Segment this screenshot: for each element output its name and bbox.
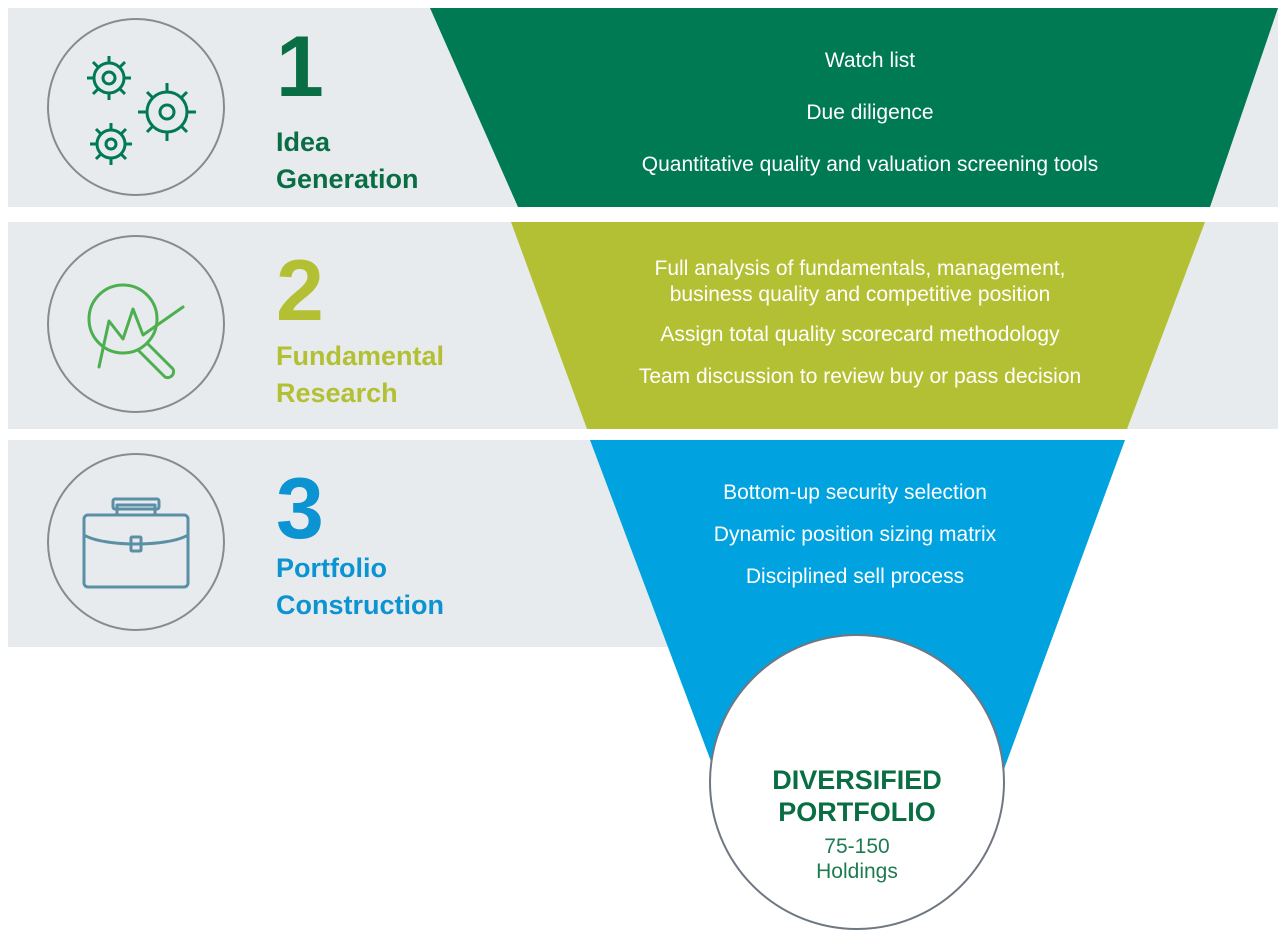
step-3-item: Dynamic position sizing matrix	[713, 523, 997, 546]
step-3-items: Bottom-up security selection Dynamic pos…	[600, 480, 1110, 590]
step-3-title-line2: Construction	[276, 590, 444, 620]
step-1-title-line1: Idea	[276, 127, 331, 157]
step-3-item: Bottom-up security selection	[723, 481, 987, 504]
step-2-item: Assign total quality scorecard methodolo…	[660, 323, 1060, 346]
step-1-number: 1	[276, 19, 324, 115]
funnel-segment-3	[590, 440, 1125, 780]
step-2-title-line1: Fundamental	[276, 341, 445, 371]
holdings-count: 75-150	[824, 835, 890, 858]
step-1-icon-circle	[47, 18, 225, 196]
step-3-title: Portfolio Construction	[276, 550, 506, 624]
gears-icon	[87, 56, 196, 165]
step-3-number: 3	[276, 461, 324, 557]
step-1-item: Watch list	[824, 49, 916, 72]
step-1-item: Due diligence	[806, 101, 934, 124]
step-2-title: Fundamental Research	[276, 338, 506, 412]
funnel-segment-1	[430, 8, 1278, 207]
step-2-number: 2	[276, 243, 324, 339]
step-1-title: Idea Generation	[276, 124, 506, 198]
step-1-items: Watch list Due diligence Quantitative qu…	[580, 48, 1160, 178]
result-title: DIVERSIFIED PORTFOLIO	[711, 764, 1003, 828]
briefcase-icon	[82, 497, 190, 589]
step-3-item: Disciplined sell process	[745, 565, 965, 588]
step-2-item: Team discussion to review buy or pass de…	[638, 365, 1082, 388]
diversified-portfolio-circle: DIVERSIFIED PORTFOLIO 75-150 Holdings	[709, 634, 1005, 930]
step-2-icon-circle	[47, 235, 225, 413]
step-1-item: Quantitative quality and valuation scree…	[641, 153, 1099, 176]
step-2-title-line2: Research	[276, 378, 398, 408]
funnel-segment-2	[511, 222, 1205, 429]
holdings-label: Holdings	[816, 860, 898, 883]
result-title-line1: DIVERSIFIED	[772, 765, 942, 795]
step-2-item: Full analysis of fundamentals, managemen…	[654, 257, 1066, 280]
step-3-title-line1: Portfolio	[276, 553, 387, 583]
step-2-items: Full analysis of fundamentals, managemen…	[580, 256, 1140, 390]
step-1-title-line2: Generation	[276, 164, 419, 194]
step-2-item: business quality and competitive positio…	[669, 283, 1051, 306]
result-title-line2: PORTFOLIO	[778, 797, 936, 827]
step-3-icon-circle	[47, 453, 225, 631]
chart-magnifier-icon	[87, 283, 185, 380]
